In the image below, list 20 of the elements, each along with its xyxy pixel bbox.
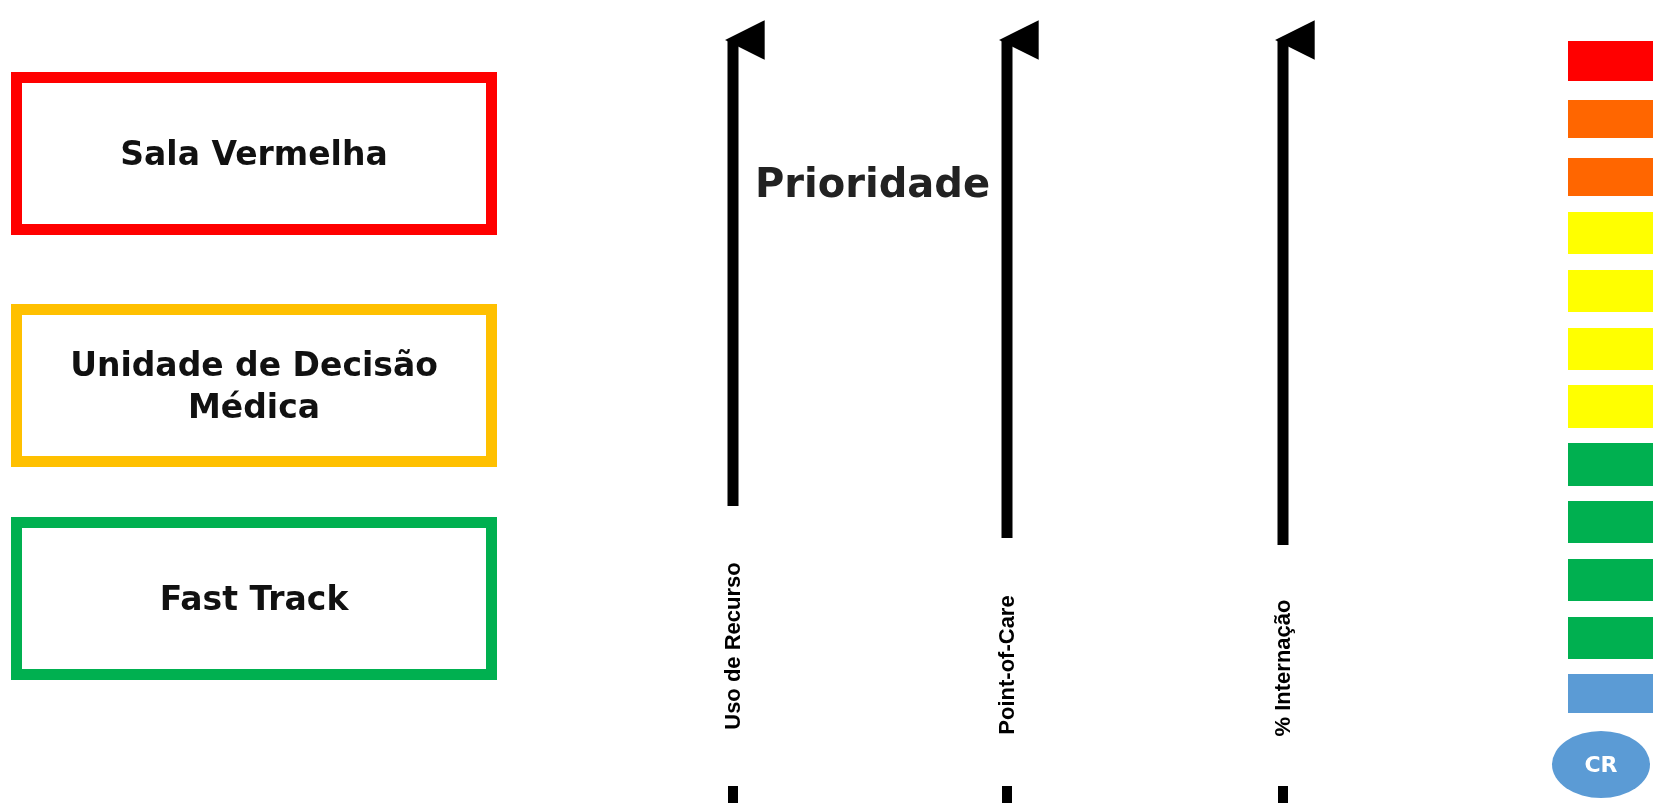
priority-bar [1568,559,1653,601]
priority-bar [1568,385,1653,428]
priority-bar [1568,443,1653,486]
area-name: Fast Track [159,577,349,620]
category-code: CR [1584,752,1618,777]
priority-bar [1568,617,1653,659]
axis-title: Prioridade [755,160,991,206]
area-name: Unidade de Decisão Médica [69,344,439,427]
priority-bar [1568,158,1653,196]
area-box [11,304,497,467]
priority-bar [1568,100,1653,138]
priority-bar [1568,501,1653,543]
priority-bar [1568,212,1653,254]
area-box [11,72,497,235]
priority-bar [1568,270,1653,312]
priority-bar [1568,328,1653,370]
priority-bar [1568,674,1653,713]
area-name: Sala Vermelha [120,132,388,175]
area-box [11,517,497,680]
priority-bar [1568,41,1653,81]
